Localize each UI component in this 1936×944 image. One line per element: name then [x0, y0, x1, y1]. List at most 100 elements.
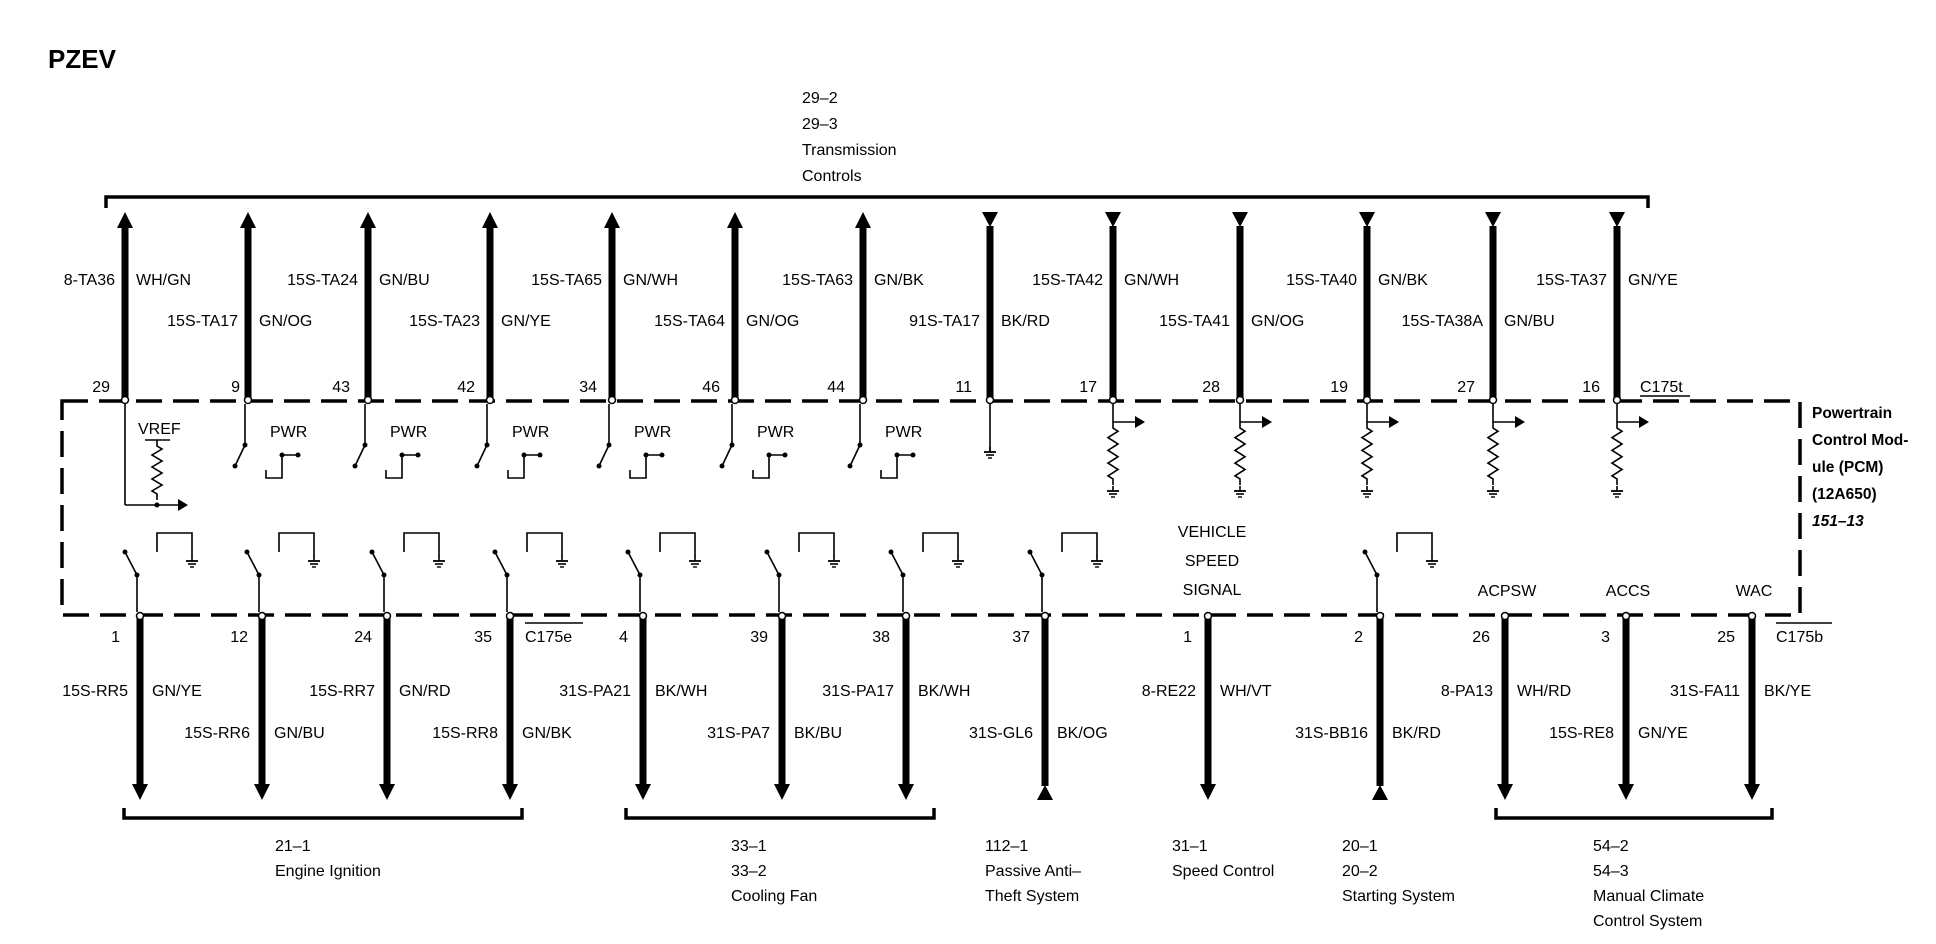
ground-symbol [984, 447, 996, 459]
arrow-in-icon [1359, 212, 1375, 227]
pcm-module-outline [60, 399, 1802, 617]
internal-switch [1027, 532, 1103, 612]
signal-label: ACCS [1606, 583, 1650, 600]
group-passive-anti-theft: 112–1 Passive Anti– Theft System [985, 838, 1081, 905]
ground-symbol [433, 556, 445, 568]
arrow-down-icon [1200, 784, 1216, 800]
internal-switch [625, 532, 701, 612]
internal-pwr: PWR [232, 404, 307, 479]
arrow-up-icon [604, 212, 620, 228]
arrow-down-icon [132, 784, 148, 800]
pin-number: 27 [1457, 379, 1475, 396]
wire-color-label: BK/YE [1764, 683, 1811, 700]
group-speed-control: 31–1 Speed Control [1172, 838, 1274, 880]
arrow-up-icon [727, 212, 743, 228]
bracket-engine-ignition [122, 808, 524, 820]
svg-text:31–1: 31–1 [1172, 838, 1208, 855]
wire-color-label: GN/YE [501, 313, 551, 330]
arrow-in-icon [1372, 785, 1388, 800]
internal-vref: VREF [124, 404, 188, 511]
signal-label: ACPSW [1478, 583, 1538, 600]
circuit-label: 15S-RR5 [62, 683, 128, 700]
ground-symbol [1487, 486, 1499, 498]
wire-color-label: BK/OG [1057, 725, 1108, 742]
ground-symbol [308, 556, 320, 568]
pin-terminal [985, 395, 995, 405]
wire-color-label: GN/WH [1124, 272, 1179, 289]
pin-terminal [901, 611, 911, 621]
circuit-label: 31S-FA11 [1670, 683, 1740, 700]
pin-terminal [1500, 611, 1510, 621]
internal-ground [984, 404, 996, 459]
pin-number: 11 [955, 379, 972, 396]
wire-color-label: GN/OG [746, 313, 799, 330]
circuit-label: 15S-TA23 [409, 313, 480, 330]
pin-terminal [730, 395, 740, 405]
arrow-in-icon [1105, 212, 1121, 227]
pin-number: 34 [579, 379, 597, 396]
pwr-label: PWR [270, 424, 307, 441]
pin-terminal [1747, 611, 1757, 621]
internal-resistor [1233, 404, 1272, 498]
pin-terminal [1040, 611, 1050, 621]
pin-number: 9 [231, 379, 240, 396]
circuit-label: 31S-PA17 [822, 683, 894, 700]
pin-terminal [485, 395, 495, 405]
circuit-label: 15S-RR8 [432, 725, 498, 742]
connector-bottom-e-label: C175e [525, 629, 572, 646]
svg-text:Manual Climate: Manual Climate [1593, 888, 1704, 905]
internal-pwr: PWR [474, 404, 549, 479]
pin-terminal [777, 611, 787, 621]
internal-resistor [1486, 404, 1525, 498]
group-manual-climate-control: 54–2 54–3 Manual Climate Control System [1593, 838, 1704, 930]
ground-symbol [689, 556, 701, 568]
internal-pwr: PWR [596, 404, 671, 479]
circuit-label: 15S-RE8 [1549, 725, 1614, 742]
circuit-label: 31S-GL6 [969, 725, 1033, 742]
wire-color-label: BK/RD [1001, 313, 1050, 330]
wire-color-label: GN/YE [1628, 272, 1678, 289]
svg-text:Theft System: Theft System [985, 888, 1079, 905]
arrow-down-icon [502, 784, 518, 800]
vref-label: VREF [138, 421, 181, 438]
wire-color-label: GN/BK [1378, 272, 1428, 289]
svg-text:20–2: 20–2 [1342, 863, 1378, 880]
circuit-label: 15S-TA63 [782, 272, 853, 289]
svg-text:151–13: 151–13 [1812, 513, 1864, 530]
pin-number: 38 [872, 629, 890, 646]
svg-text:21–1: 21–1 [275, 838, 311, 855]
pin-terminal [1375, 611, 1385, 621]
svg-text:29–3: 29–3 [802, 116, 838, 133]
pin-number: 16 [1582, 379, 1600, 396]
svg-text:ule (PCM): ule (PCM) [1812, 459, 1883, 476]
bracket-cooling-fan [624, 808, 936, 820]
circuit-label: 15S-TA38A [1401, 313, 1483, 330]
svg-text:Passive Anti–: Passive Anti– [985, 863, 1081, 880]
svg-text:Control System: Control System [1593, 913, 1702, 930]
wire-color-label: WH/VT [1220, 683, 1272, 700]
wire-color-label: GN/BU [274, 725, 325, 742]
wire-color-label: GN/OG [1251, 313, 1304, 330]
pin-terminal [638, 611, 648, 621]
wire-color-label: GN/BU [1504, 313, 1555, 330]
pin-number: 43 [332, 379, 350, 396]
pin-number: 1 [1183, 629, 1192, 646]
connector-top-label: C175t [1640, 379, 1683, 396]
group-engine-ignition: 21–1 Engine Ignition [275, 838, 381, 880]
svg-text:54–2: 54–2 [1593, 838, 1629, 855]
pin-terminal [382, 611, 392, 621]
arrow-down-icon [774, 784, 790, 800]
pin-terminal [363, 395, 373, 405]
ground-symbol [1611, 486, 1623, 498]
group-cooling-fan: 33–1 33–2 Cooling Fan [731, 838, 817, 905]
arrow-up-icon [360, 212, 376, 228]
